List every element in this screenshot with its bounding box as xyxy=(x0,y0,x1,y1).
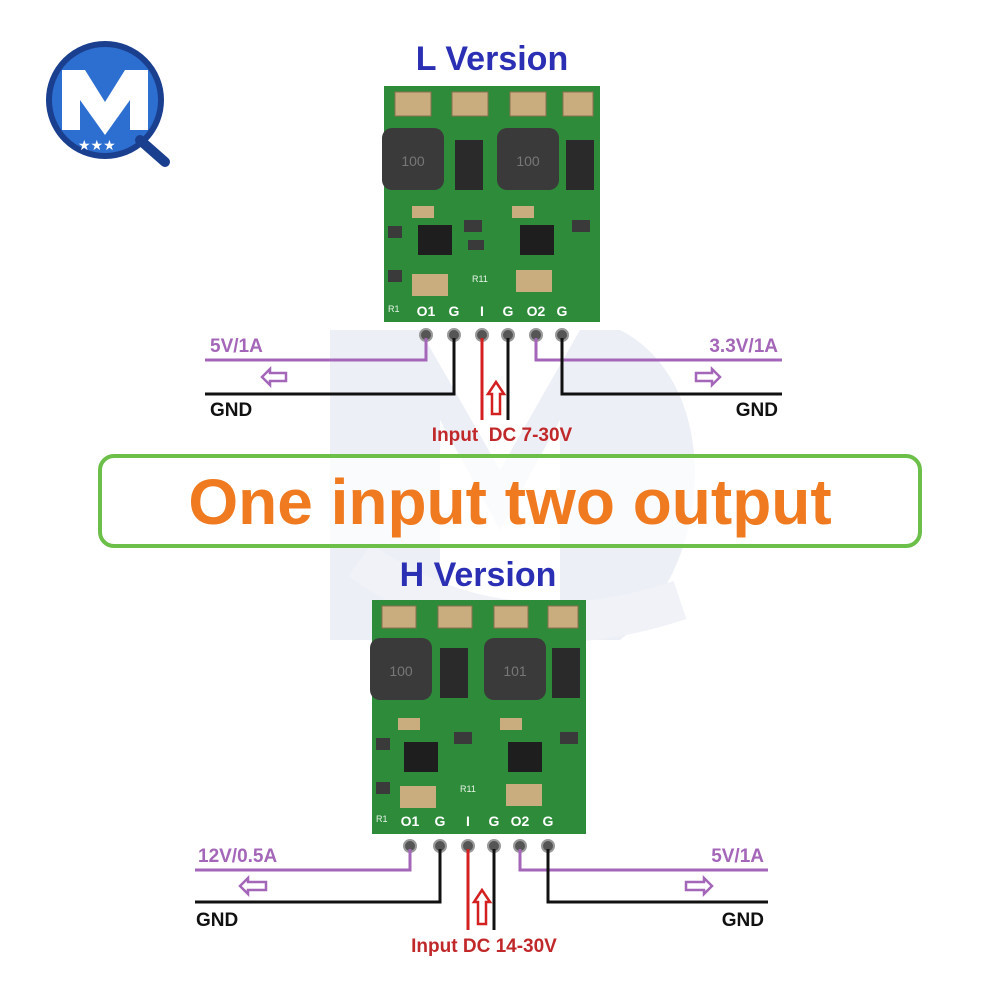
h-pin-g3: G xyxy=(543,813,554,829)
l-pin-g1: G xyxy=(449,303,460,319)
l-pin-o1: O1 xyxy=(417,303,436,319)
h-out1-label: 12V/0.5A xyxy=(198,846,277,867)
h-pin-i: I xyxy=(466,813,470,829)
h-pin-o2: O2 xyxy=(511,813,530,829)
svg-text:101: 101 xyxy=(503,663,527,679)
l-out1-label: 5V/1A xyxy=(210,336,263,357)
mq-logo-icon: ★★★ xyxy=(46,41,170,167)
h-version-title: H Version xyxy=(400,556,557,594)
l-input-label: Input DC 7-30V xyxy=(432,425,573,446)
l-pads xyxy=(419,328,569,342)
l-pin-o2: O2 xyxy=(527,303,546,319)
l-arrows xyxy=(260,365,722,389)
l-version-title: L Version xyxy=(416,40,568,78)
svg-text:R11: R11 xyxy=(472,274,488,284)
l-gnd-right: GND xyxy=(736,400,778,421)
l-out2-label: 3.3V/1A xyxy=(709,336,778,357)
svg-text:100: 100 xyxy=(389,663,413,679)
h-input-arrow-icon xyxy=(471,887,493,926)
h-pin-g1: G xyxy=(435,813,446,829)
svg-text:★★★: ★★★ xyxy=(78,137,116,153)
h-arrows xyxy=(238,874,714,898)
h-gnd-left: GND xyxy=(196,910,238,931)
svg-text:R1: R1 xyxy=(376,814,388,824)
l-pin-g2: G xyxy=(503,303,514,319)
l-gnd-left: GND xyxy=(210,400,252,421)
h-gnd-right: GND xyxy=(722,910,764,931)
l-pin-g3: G xyxy=(557,303,568,319)
svg-text:100: 100 xyxy=(401,153,425,169)
h-out2-arrow-icon xyxy=(684,874,714,898)
l-pin-labels: O1 G I G O2 G xyxy=(417,303,568,319)
banner-text: One input two output xyxy=(188,466,831,538)
l-pin-i: I xyxy=(480,303,484,319)
svg-text:100: 100 xyxy=(516,153,540,169)
banner-frame xyxy=(98,454,922,548)
h-wires xyxy=(195,849,768,930)
svg-text:R1: R1 xyxy=(388,304,400,314)
l-wires xyxy=(205,338,782,420)
h-pin-labels: O1 G I G O2 G xyxy=(401,813,554,829)
h-version-board: 100 101 R1 R11 xyxy=(370,600,586,834)
h-out1-arrow-icon xyxy=(238,874,268,898)
l-out2-arrow-icon xyxy=(694,365,722,389)
h-input-label: Input DC 14-30V xyxy=(411,936,557,957)
svg-text:R11: R11 xyxy=(460,784,476,794)
h-out2-label: 5V/1A xyxy=(711,846,764,867)
h-pin-o1: O1 xyxy=(401,813,420,829)
l-input-arrow-icon xyxy=(485,379,507,416)
h-pin-g2: G xyxy=(489,813,500,829)
l-version-board: 100 100 R1 R11 xyxy=(382,86,600,322)
l-out1-arrow-icon xyxy=(260,365,288,389)
h-pads xyxy=(403,839,555,853)
